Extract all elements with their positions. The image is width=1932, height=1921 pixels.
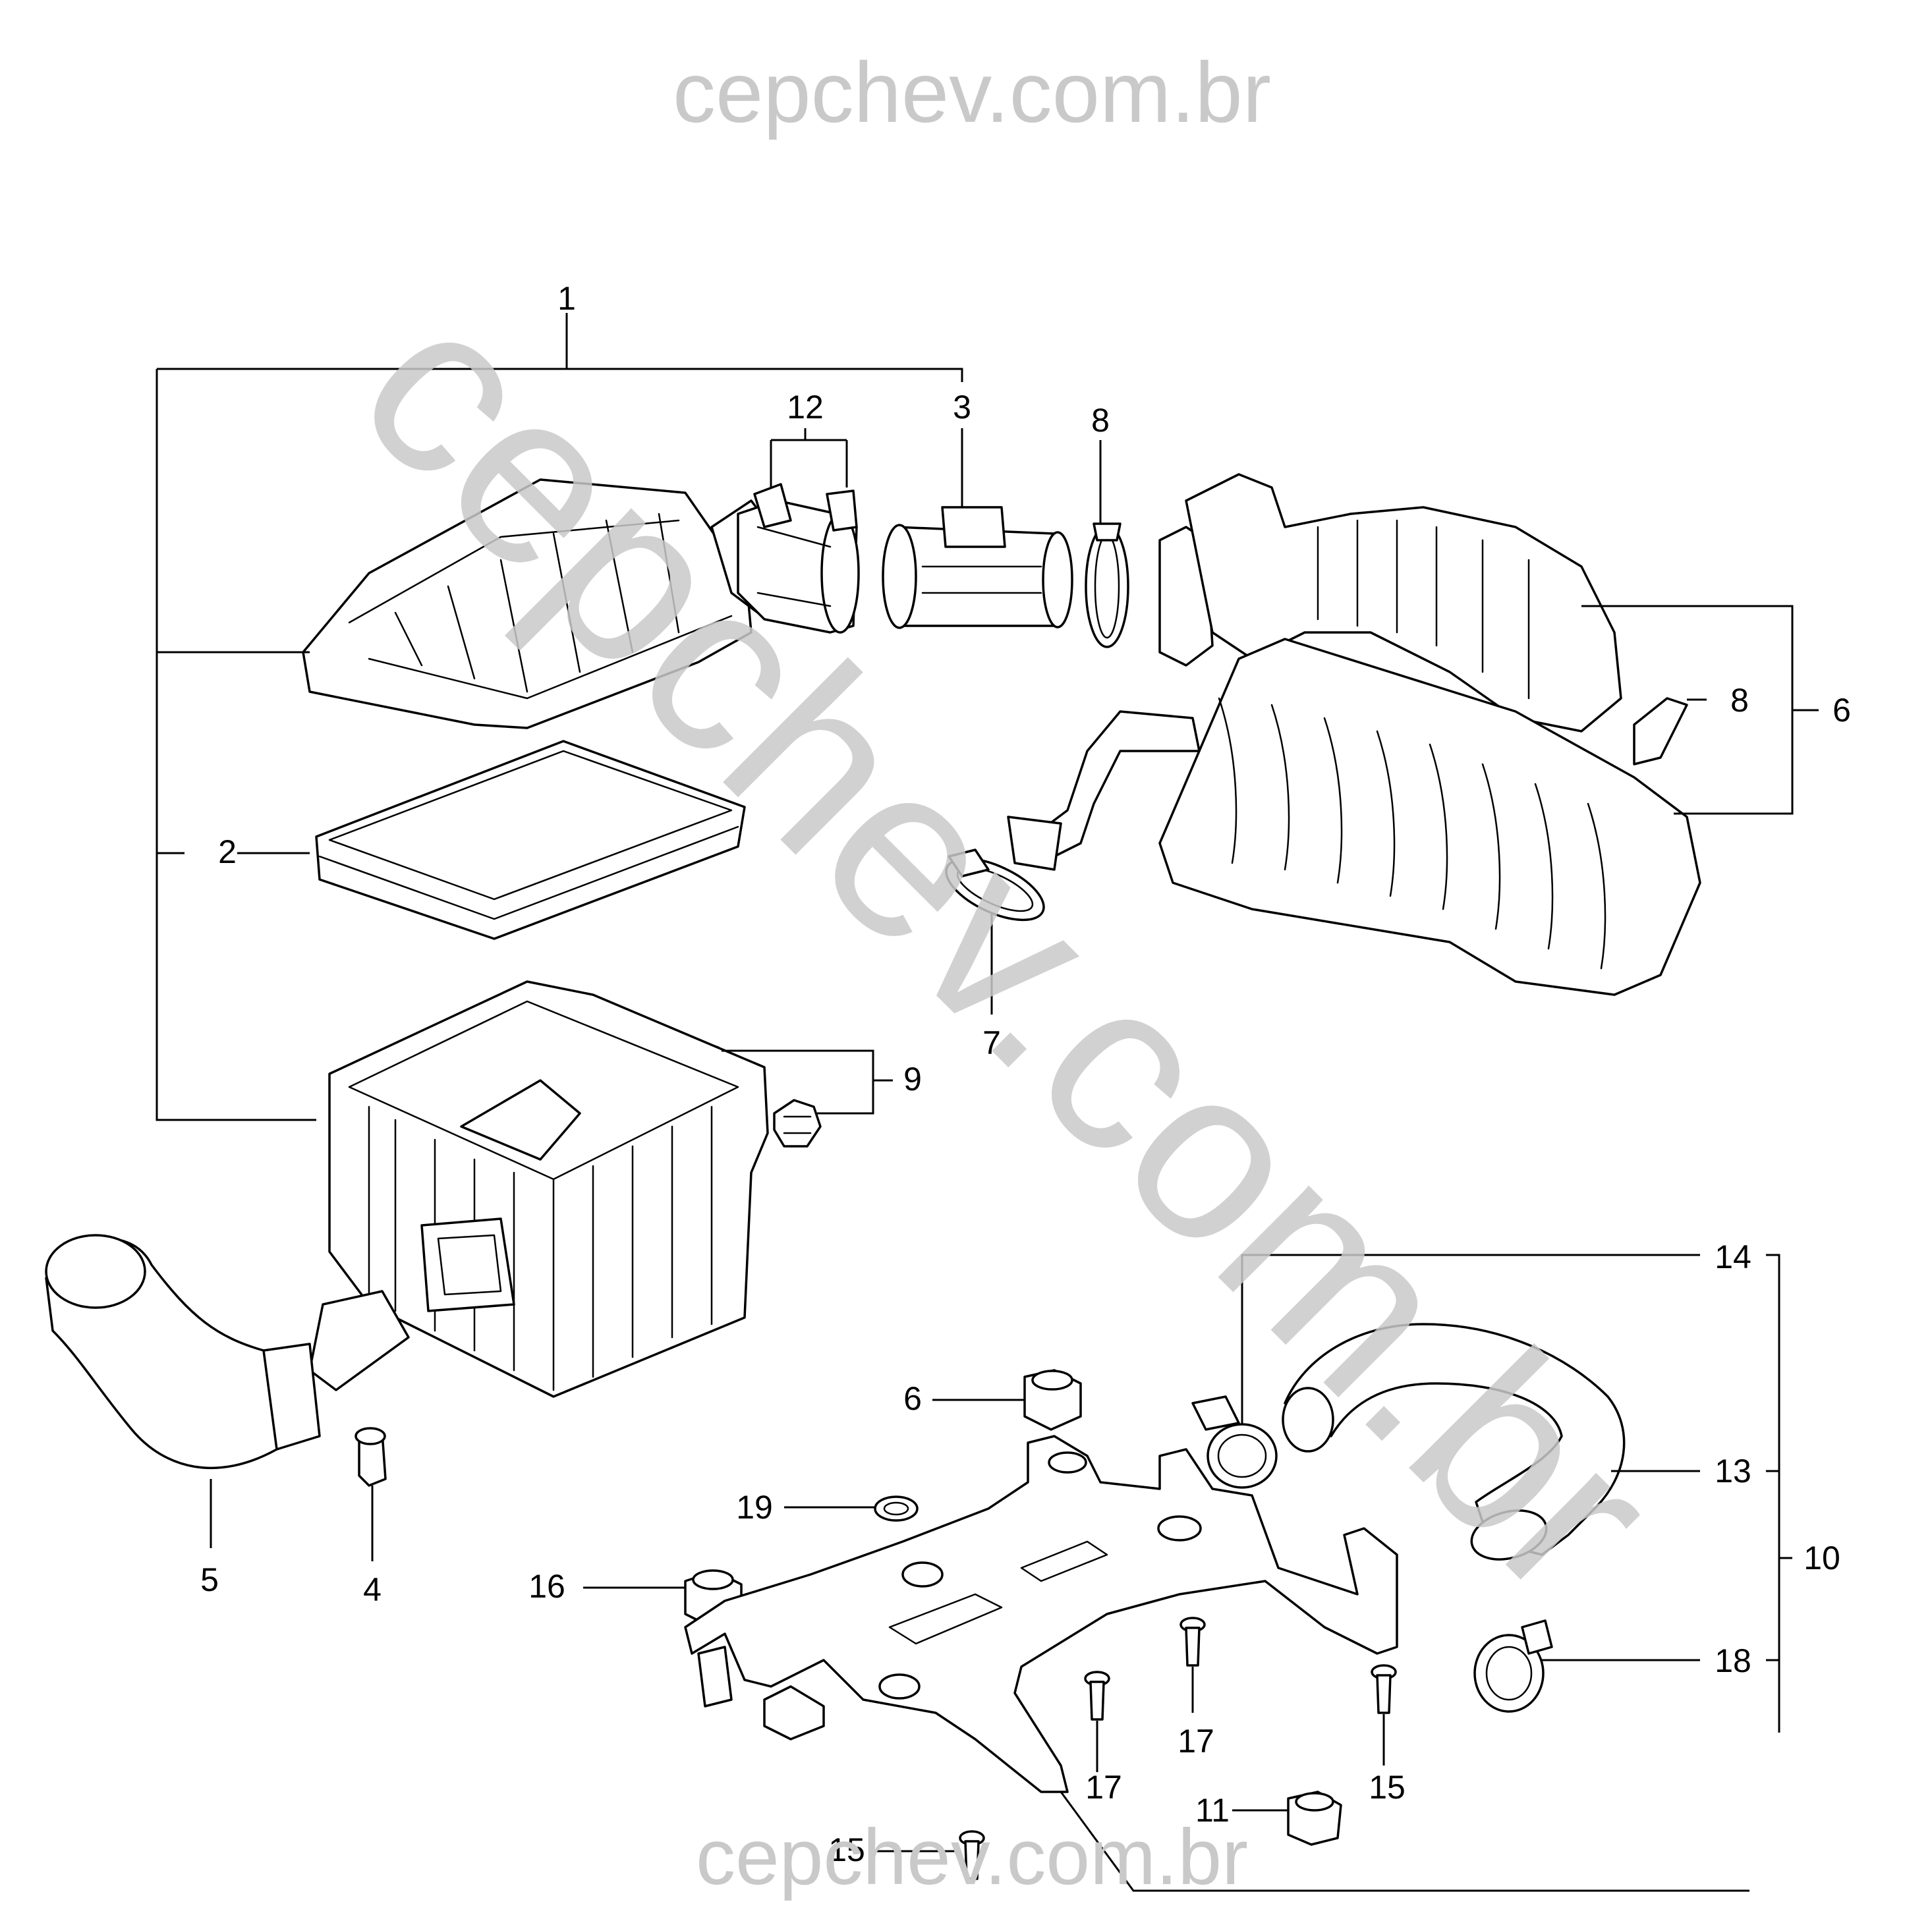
callout-15-right: 15 — [1369, 1769, 1406, 1806]
mounting-bracket — [684, 1435, 1398, 1793]
resonator-duct-assembly — [1007, 473, 1701, 996]
callout-17-left: 17 — [1085, 1769, 1122, 1806]
callout-17-right: 17 — [1178, 1723, 1214, 1760]
callout-6-lower: 6 — [903, 1380, 922, 1417]
air-cleaner-lower-housing — [308, 980, 769, 1398]
callout-2: 2 — [218, 833, 237, 870]
callout-3: 3 — [953, 389, 971, 426]
breather-hose — [1282, 1323, 1626, 1561]
nut-11 — [1287, 1791, 1342, 1846]
air-intake-duct — [45, 1234, 321, 1470]
leader-lines — [156, 313, 1819, 1892]
callout-4: 4 — [363, 1571, 382, 1608]
callout-1: 1 — [557, 280, 576, 317]
callout-16: 16 — [528, 1568, 565, 1605]
drain-valve — [355, 1427, 387, 1487]
bolt-15-right — [1371, 1664, 1397, 1714]
callout-8-right: 8 — [1730, 682, 1749, 719]
bolt-15-bottom — [959, 1830, 985, 1880]
hose-clamp-14 — [1191, 1395, 1278, 1489]
callout-15-bottom: 15 — [828, 1831, 865, 1868]
callout-5: 5 — [200, 1561, 219, 1598]
callout-10: 10 — [1804, 1540, 1840, 1576]
callout-6-upper: 6 — [1833, 692, 1851, 729]
callout-13: 13 — [1715, 1453, 1751, 1489]
watermark-bottom: cepchev.com.br — [696, 1813, 1248, 1901]
callout-7: 7 — [982, 1024, 1001, 1061]
bolt-17-left — [1084, 1671, 1110, 1721]
flange-nut-upper — [1023, 1369, 1082, 1431]
intake-duct-with-clamps — [737, 483, 860, 634]
callout-8-upper: 8 — [1091, 402, 1110, 439]
mass-air-flow-sensor — [882, 506, 1073, 629]
watermark-top: cepchev.com.br — [673, 44, 1271, 140]
callout-14: 14 — [1715, 1239, 1751, 1275]
hose-clamp-18 — [1473, 1619, 1553, 1713]
callout-9: 9 — [903, 1061, 922, 1098]
callout-12: 12 — [787, 389, 824, 426]
hose-clamp-upper — [1085, 522, 1129, 648]
callout-11: 11 — [1195, 1792, 1230, 1829]
washer — [874, 1495, 919, 1522]
callout-19: 19 — [736, 1489, 773, 1526]
hose-clamp-lower — [945, 849, 1045, 922]
callout-18: 18 — [1715, 1642, 1751, 1679]
callout-labels: 1 12 3 8 8 6 2 9 7 5 4 6 19 16 17 17 15 … — [200, 280, 1851, 1868]
bolt-17-right — [1179, 1617, 1206, 1667]
air-filter-element — [315, 740, 746, 940]
